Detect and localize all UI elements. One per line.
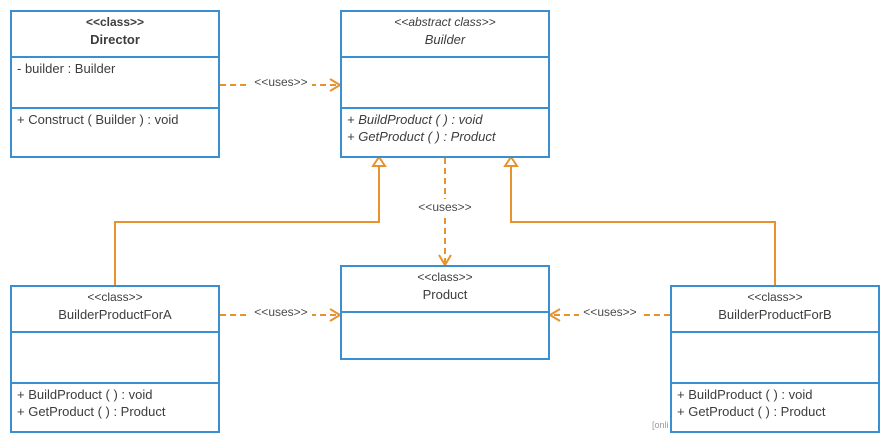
stereotype-label: <<class>>	[87, 290, 143, 304]
uses-label-b-product: <<uses>>	[583, 305, 636, 319]
stereotype-label: <<class>>	[417, 270, 473, 284]
attribute-item: - builder : Builder	[17, 61, 116, 76]
attributes-section	[672, 331, 878, 382]
class-header: <<class>> BuilderProductForB	[672, 287, 878, 331]
class-name: Builder	[424, 32, 466, 47]
operations-section: + BuildProduct ( ) : void + GetProduct (…	[12, 382, 218, 433]
class-product[interactable]: <<class>> Product	[340, 265, 550, 360]
class-name: Director	[90, 32, 140, 47]
attributes-section	[12, 331, 218, 382]
class-builder-product-for-a[interactable]: <<class>> BuilderProductForA + BuildProd…	[10, 285, 220, 433]
class-header: <<class>> Product	[342, 267, 548, 311]
operation-item: + GetProduct ( ) : Product	[677, 404, 826, 419]
class-builder-product-for-b[interactable]: <<class>> BuilderProductForB + BuildProd…	[670, 285, 880, 433]
dependency-arrowhead	[548, 308, 561, 322]
class-builder[interactable]: <<abstract class>> Builder + BuildProduc…	[340, 10, 550, 158]
class-header: <<class>> BuilderProductForA	[12, 287, 218, 331]
generalization-triangle-icon	[503, 155, 519, 167]
class-director[interactable]: <<class>> Director - builder : Builder +…	[10, 10, 220, 158]
attributes-section: - builder : Builder	[12, 56, 218, 107]
operation-item: + BuildProduct ( ) : void	[677, 387, 813, 402]
watermark-text: [onli	[652, 420, 669, 430]
generalization-b-builder	[510, 166, 776, 287]
attributes-section	[342, 311, 548, 360]
class-name: BuilderProductForA	[58, 307, 172, 322]
attributes-section	[342, 56, 548, 107]
operations-section: + BuildProduct ( ) : void + GetProduct (…	[672, 382, 878, 433]
uses-label-builder-product: <<uses>>	[418, 200, 471, 214]
class-name: Product	[422, 287, 468, 302]
class-header: <<class>> Director	[12, 12, 218, 56]
stereotype-label: <<abstract class>>	[394, 15, 496, 29]
operation-item: + BuildProduct ( ) : void	[17, 387, 153, 402]
class-name: BuilderProductForB	[718, 307, 832, 322]
stereotype-label: <<class>>	[85, 15, 145, 29]
operations-section: + BuildProduct ( ) : void + GetProduct (…	[342, 107, 548, 158]
stereotype-label: <<class>>	[747, 290, 803, 304]
operation-item: + BuildProduct ( ) : void	[347, 112, 483, 127]
uses-label-a-product: <<uses>>	[254, 305, 307, 319]
generalization-triangle-icon	[371, 155, 387, 167]
operation-item: + GetProduct ( ) : Product	[347, 129, 496, 144]
operation-item: + Construct ( Builder ) : void	[17, 112, 179, 127]
uses-label-director-builder: <<uses>>	[254, 75, 307, 89]
class-header: <<abstract class>> Builder	[342, 12, 548, 56]
operations-section: + Construct ( Builder ) : void	[12, 107, 218, 158]
generalization-a-builder	[114, 166, 380, 287]
operation-item: + GetProduct ( ) : Product	[17, 404, 166, 419]
